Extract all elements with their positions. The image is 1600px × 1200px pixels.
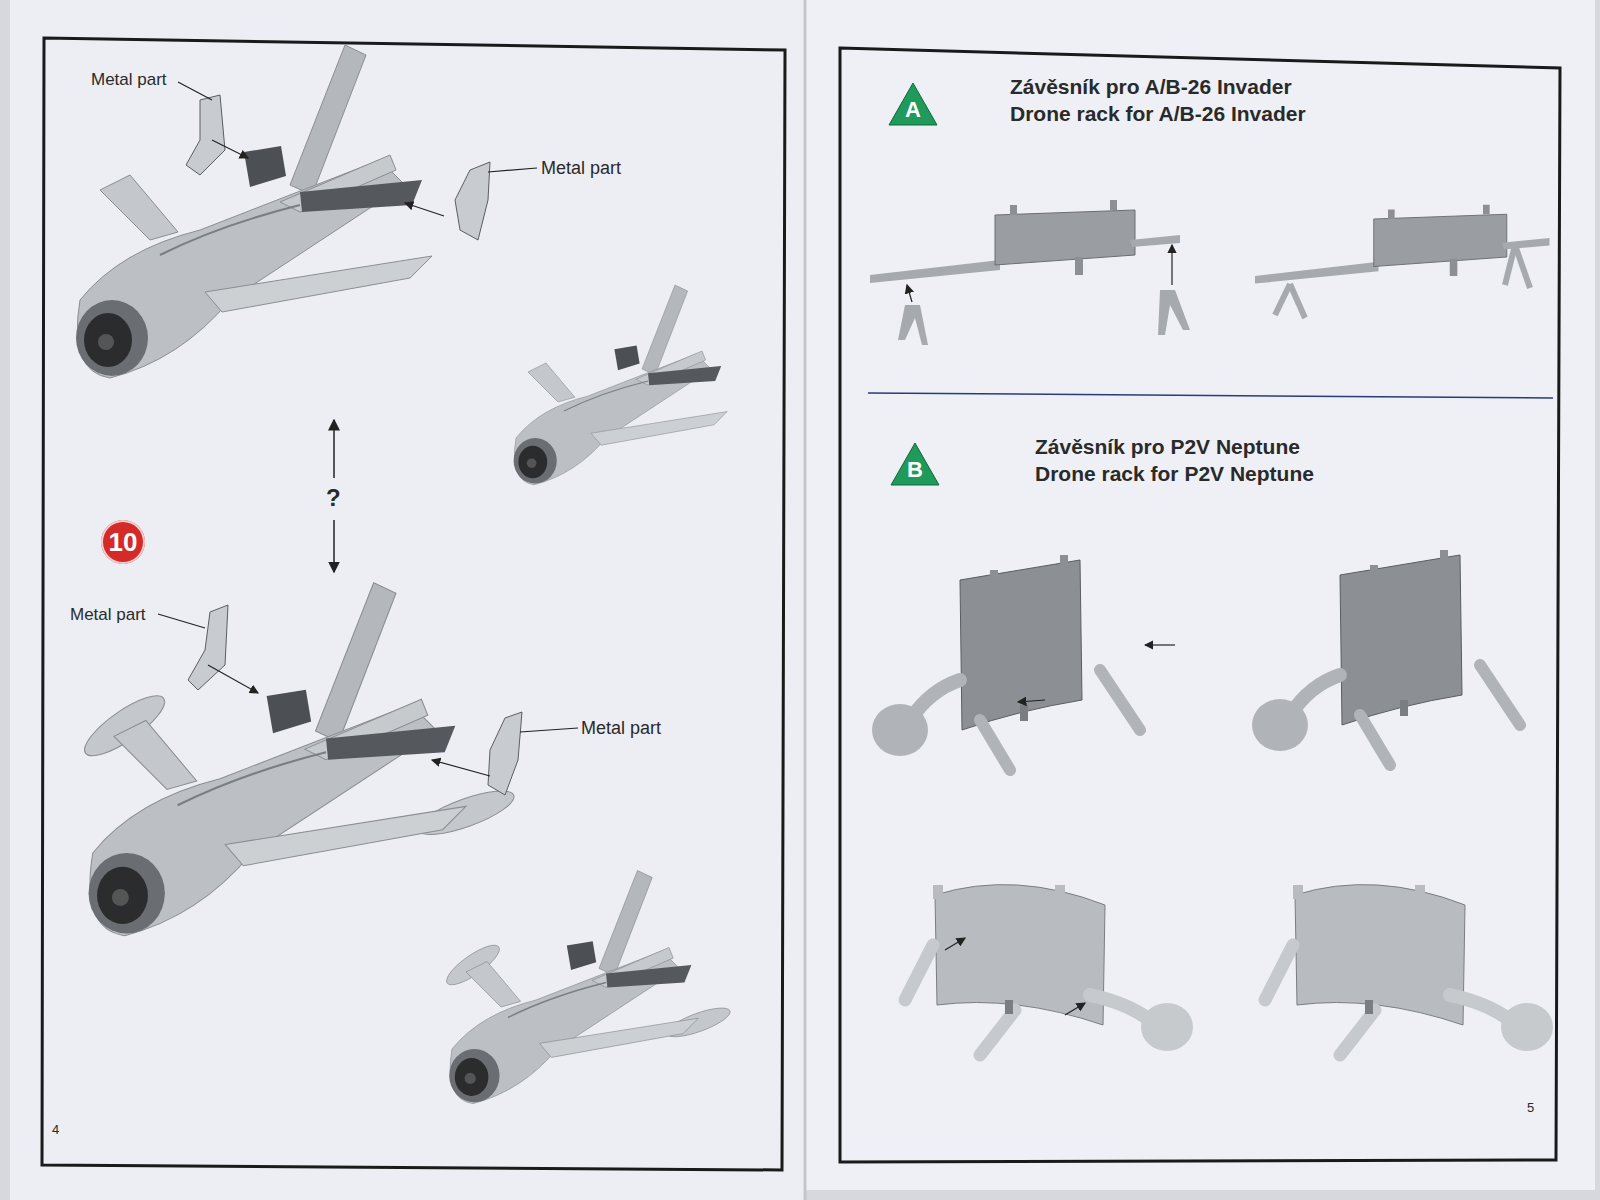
page-mark: 4 [52, 1122, 59, 1137]
step-number: 10 [109, 527, 138, 558]
callout-label: Metal part [581, 718, 661, 739]
callout-label: Drone rack for P2V Neptune [1035, 462, 1314, 486]
section-letter: B [907, 457, 923, 483]
step-number-circle: 10 [101, 520, 145, 564]
page-mark: ? [326, 484, 341, 512]
callout-label: Metal part [70, 605, 146, 625]
section-letter: A [905, 97, 921, 123]
callout-label: Závěsník pro P2V Neptune [1035, 435, 1300, 459]
callout-label: Drone rack for A/B-26 Invader [1010, 102, 1306, 126]
page-mark: 5 [1527, 1100, 1534, 1115]
section-triangle: B [890, 442, 940, 486]
callout-label: Metal part [91, 70, 167, 90]
callout-label: Závěsník pro A/B-26 Invader [1010, 75, 1292, 99]
callout-label: Metal part [541, 158, 621, 179]
section-triangle: A [888, 82, 938, 126]
